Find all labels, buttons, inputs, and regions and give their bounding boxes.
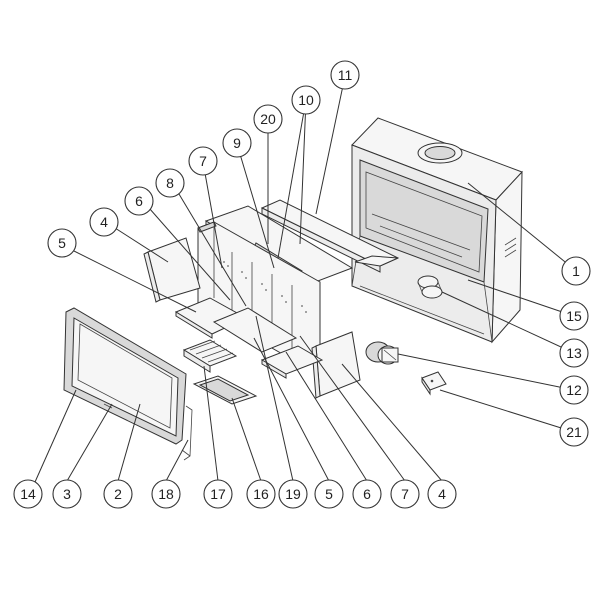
fuel-grate <box>182 339 238 373</box>
callout-13-label: 13 <box>566 345 582 361</box>
fireplace-body <box>351 117 523 344</box>
callout-4-right: 4 <box>427 479 457 509</box>
callout-18-label: 18 <box>158 486 174 502</box>
callout-6-left-label: 6 <box>135 193 143 209</box>
callout-16-label: 16 <box>253 486 269 502</box>
callout-20: 20 <box>253 104 283 134</box>
callout-3-label: 3 <box>63 486 71 502</box>
door-assembly <box>63 307 187 445</box>
callout-4-right-label: 4 <box>438 486 446 502</box>
callout-21-label: 21 <box>566 424 582 440</box>
callout-6-bottom: 6 <box>352 479 382 509</box>
callout-1: 1 <box>561 256 591 286</box>
callout-13: 13 <box>559 338 589 368</box>
callout-12-label: 12 <box>566 382 582 398</box>
base-plate-center <box>212 307 298 353</box>
callout-2: 2 <box>103 479 133 509</box>
callout-4-left-label: 4 <box>100 214 108 230</box>
callout-8: 8 <box>155 168 185 198</box>
liner-dots <box>223 261 307 313</box>
callout-17-label: 17 <box>210 486 226 502</box>
callout-5-left: 5 <box>47 228 77 258</box>
callout-12: 12 <box>559 375 589 405</box>
callout-18: 18 <box>151 479 181 509</box>
callout-6-bottom-label: 6 <box>363 486 371 502</box>
callout-17: 17 <box>203 479 233 509</box>
callout-10: 10 <box>291 85 321 115</box>
callout-5-left-label: 5 <box>58 235 66 251</box>
callout-4-left: 4 <box>89 207 119 237</box>
callout-16: 16 <box>246 479 276 509</box>
fan-motor <box>365 341 399 365</box>
callout-11: 11 <box>330 60 360 90</box>
callout-9-label: 9 <box>233 135 241 151</box>
callout-5-bottom-label: 5 <box>325 486 333 502</box>
leader-lines <box>30 75 576 492</box>
callout-5-bottom: 5 <box>314 479 344 509</box>
callout-19-label: 19 <box>285 486 301 502</box>
callout-14: 14 <box>13 479 43 509</box>
side-liner-left <box>143 237 201 303</box>
callout-9: 9 <box>222 128 252 158</box>
callout-15-label: 15 <box>566 308 582 324</box>
callout-7-bottom-label: 7 <box>401 486 409 502</box>
callout-15: 15 <box>559 301 589 331</box>
callout-3: 3 <box>52 479 82 509</box>
door-handle <box>181 405 193 461</box>
callout-8-label: 8 <box>166 175 174 191</box>
ash-tray <box>192 375 258 405</box>
callout-19: 19 <box>278 479 308 509</box>
callout-14-label: 14 <box>20 486 36 502</box>
callout-10-label: 10 <box>298 92 314 108</box>
callout-7-top: 7 <box>188 146 218 176</box>
callout-2-label: 2 <box>114 486 122 502</box>
callout-6-left: 6 <box>124 186 154 216</box>
top-baffle <box>260 199 400 273</box>
callout-20-label: 20 <box>260 111 276 127</box>
callout-21: 21 <box>559 417 589 447</box>
callout-1-label: 1 <box>572 263 580 279</box>
callout-11-label: 11 <box>338 67 353 83</box>
callout-7-top-label: 7 <box>199 153 207 169</box>
controller <box>421 371 447 396</box>
callout-7-bottom: 7 <box>390 479 420 509</box>
